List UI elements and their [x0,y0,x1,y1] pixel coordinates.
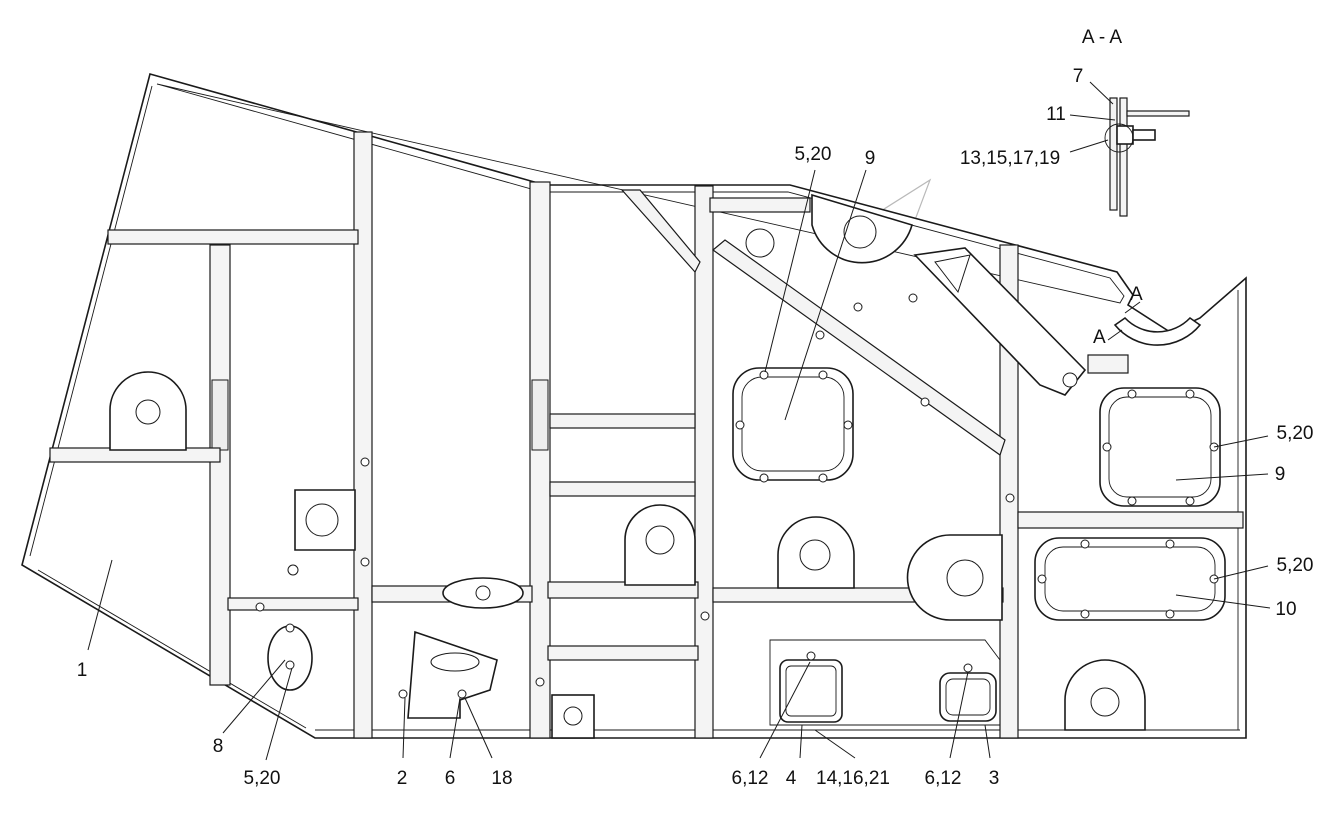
diagonal-strut [620,189,1006,456]
leader-lines [87,81,1271,761]
callout-10: 10 [1275,599,1296,620]
callout-5-20-bottom: 5,20 [244,768,281,789]
callout-1: 1 [77,660,88,681]
callout-5-20-top: 5,20 [795,144,832,165]
section-arrows [1107,301,1141,341]
bolt-heads [255,293,1219,699]
callout-7: 7 [1073,66,1084,87]
callout-9-top: 9 [865,148,876,169]
panel-outline [21,73,1247,739]
callout-18: 18 [491,768,512,789]
callout-4: 4 [786,768,797,789]
callout-6-12-right: 6,12 [925,768,962,789]
callout-5-20-right-lower: 5,20 [1277,555,1314,576]
section-mark-lower: A [1093,327,1106,348]
callout-labels: A - A A A 7 11 13,15,17,19 5,20 9 5,20 9… [77,27,1314,789]
frame-posts [209,131,1019,739]
callout-13-15-17-19: 13,15,17,19 [960,148,1060,169]
callout-6: 6 [445,768,456,789]
lever-arm [913,247,1202,396]
mounting-plates [109,193,1146,739]
section-title: A - A [1082,27,1122,48]
callout-14-16-21: 14,16,21 [816,768,890,789]
callout-11: 11 [1046,104,1066,125]
callout-5-20-right-upper: 5,20 [1277,423,1314,444]
hatch-covers [267,367,1226,726]
section-a-a-detail [1104,97,1190,217]
section-mark-upper: A [1130,284,1143,305]
callout-8: 8 [213,736,224,757]
callout-6-12-left: 6,12 [732,768,769,789]
callout-9-right: 9 [1275,464,1286,485]
callout-2: 2 [397,768,408,789]
callout-3: 3 [989,768,1000,789]
